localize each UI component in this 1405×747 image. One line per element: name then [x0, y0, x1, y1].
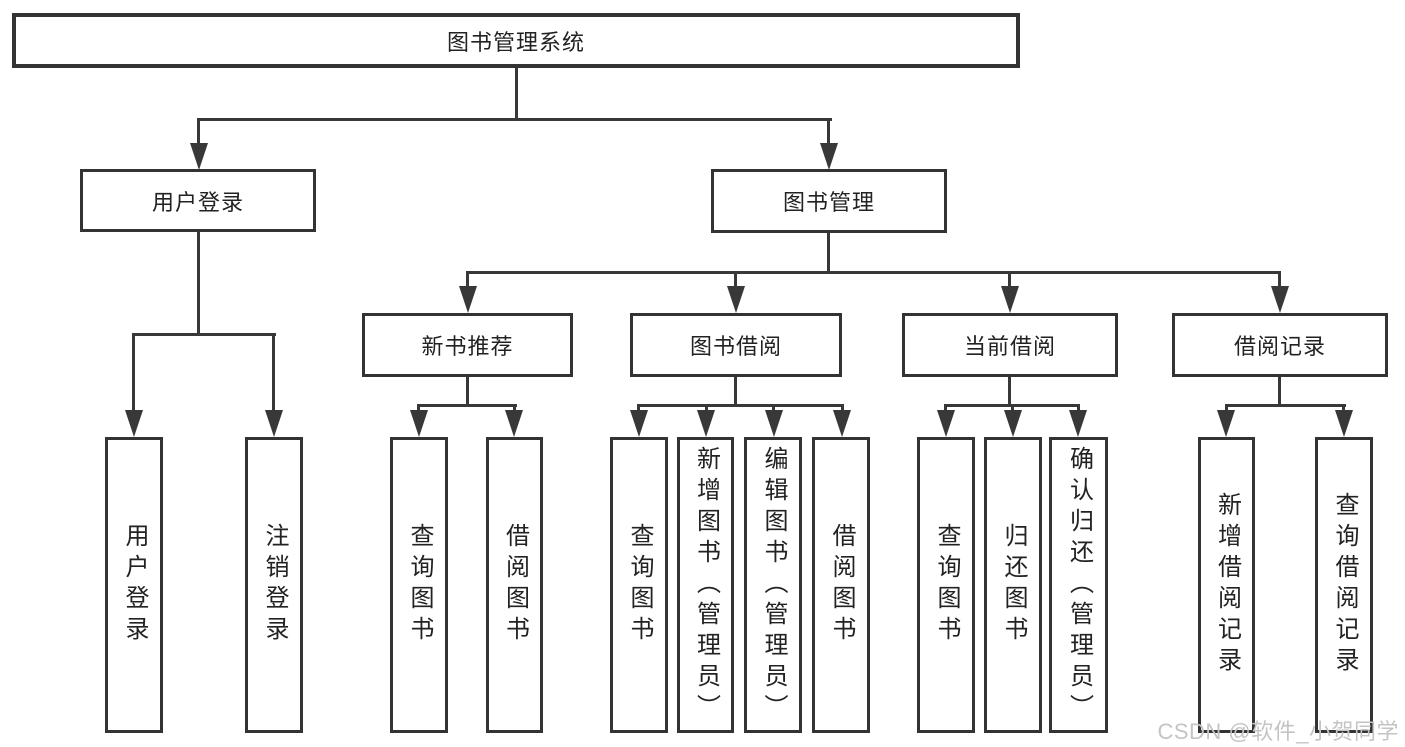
node-query-borrow-record: 查询借阅记录	[1315, 437, 1373, 733]
node-label: 当前借阅	[963, 334, 1056, 359]
node-root: 图书管理系统	[12, 13, 1020, 68]
node-borrow-books-borrowing: 借阅图书	[812, 437, 870, 733]
node-label: 确认归还（管理员）	[1065, 445, 1093, 725]
node-query-books-newbook: 查询图书	[390, 437, 448, 733]
connector-stem	[513, 404, 516, 412]
node-query-books-borrowing: 查询图书	[610, 437, 668, 733]
node-query-books-current: 查询图书	[917, 437, 975, 733]
connector-hline	[132, 333, 276, 336]
connector-hline	[1225, 404, 1346, 407]
arrow-down-icon	[727, 286, 745, 313]
connector-stem	[772, 404, 775, 412]
node-label: 新增图书（管理员）	[692, 445, 720, 725]
connector-hline	[417, 404, 517, 407]
connector-stem	[1008, 271, 1011, 288]
connector-stem	[466, 375, 469, 406]
connector-stem	[705, 404, 708, 412]
node-label: 查询图书	[406, 523, 433, 647]
connector-root-stem	[515, 67, 518, 121]
arrow-down-icon	[1271, 286, 1289, 313]
node-label: 查询借阅记录	[1331, 492, 1358, 678]
node-label: 图书借阅	[689, 334, 782, 359]
connector-stem	[132, 333, 135, 411]
connector-stem	[734, 271, 737, 288]
node-add-books-admin: 新增图书（管理员）	[677, 437, 734, 733]
node-logout-action: 注销登录	[245, 437, 303, 733]
arrow-down-icon	[697, 410, 715, 437]
connector-root-hline	[197, 118, 832, 121]
arrow-down-icon	[820, 143, 838, 170]
connector-stem	[1008, 375, 1011, 406]
connector-stem	[1278, 375, 1281, 406]
node-borrowing-records: 借阅记录	[1172, 313, 1388, 377]
connector-stem	[417, 404, 420, 412]
node-label: 借阅图书	[828, 523, 855, 647]
node-label: 用户登录	[121, 523, 148, 647]
node-user-login: 用户登录	[80, 169, 316, 232]
arrow-down-icon	[190, 143, 208, 170]
connector-stem	[197, 118, 200, 146]
arrow-down-icon	[1004, 410, 1022, 437]
connector-stem	[944, 404, 947, 412]
connector-stem	[272, 333, 275, 411]
connector-stem	[1278, 271, 1281, 288]
node-label: 借阅记录	[1233, 334, 1326, 359]
node-return-books: 归还图书	[984, 437, 1042, 733]
arrow-down-icon	[630, 410, 648, 437]
csdn-watermark: CSDN @软件_小贺同学	[1157, 719, 1399, 744]
arrow-down-icon	[1001, 286, 1019, 313]
node-label: 查询图书	[933, 523, 960, 647]
node-book-borrowing: 图书借阅	[630, 313, 842, 377]
connector-stem	[1342, 404, 1345, 412]
node-user-login-action: 用户登录	[105, 437, 163, 733]
node-label: 查询图书	[626, 523, 653, 647]
connector-stem	[827, 118, 830, 146]
connector-stem	[197, 231, 200, 335]
node-label: 新增借阅记录	[1213, 492, 1241, 678]
node-borrow-books-newbook: 借阅图书	[486, 437, 543, 733]
arrow-down-icon	[765, 410, 783, 437]
arrow-down-icon	[459, 286, 477, 313]
arrow-down-icon	[937, 410, 955, 437]
node-add-borrow-record: 新增借阅记录	[1198, 437, 1255, 733]
arrow-down-icon	[410, 410, 428, 437]
arrow-down-icon	[265, 410, 283, 437]
connector-stem	[1011, 404, 1014, 412]
node-new-book-recommendation: 新书推荐	[362, 313, 573, 377]
arrow-down-icon	[1217, 410, 1235, 437]
connector-hline	[637, 404, 844, 407]
connector-stem	[466, 271, 469, 288]
connector-hline	[466, 271, 1281, 274]
node-label: 注销登录	[261, 523, 288, 647]
node-current-borrowing: 当前借阅	[902, 313, 1118, 377]
arrow-down-icon	[125, 410, 143, 437]
node-confirm-return-admin: 确认归还（管理员）	[1049, 437, 1108, 733]
connector-stem	[1225, 404, 1228, 412]
connector-stem	[841, 404, 844, 412]
node-root-label: 图书管理系统	[446, 29, 585, 55]
connector-stem	[637, 404, 640, 412]
node-label: 归还图书	[1000, 523, 1027, 647]
node-label: 借阅图书	[501, 523, 529, 647]
node-label: 图书管理	[782, 190, 875, 215]
connector-stem	[827, 231, 830, 273]
connector-stem	[1077, 404, 1080, 412]
arrow-down-icon	[505, 410, 523, 437]
node-book-management: 图书管理	[711, 169, 947, 233]
node-edit-books-admin: 编辑图书（管理员）	[744, 437, 802, 733]
node-label: 新书推荐	[421, 334, 514, 359]
node-label: 用户登录	[151, 189, 244, 215]
arrow-down-icon	[1335, 410, 1353, 437]
connector-stem	[734, 375, 737, 406]
arrow-down-icon	[833, 410, 851, 437]
arrow-down-icon	[1069, 410, 1087, 437]
node-label: 编辑图书（管理员）	[760, 445, 787, 725]
